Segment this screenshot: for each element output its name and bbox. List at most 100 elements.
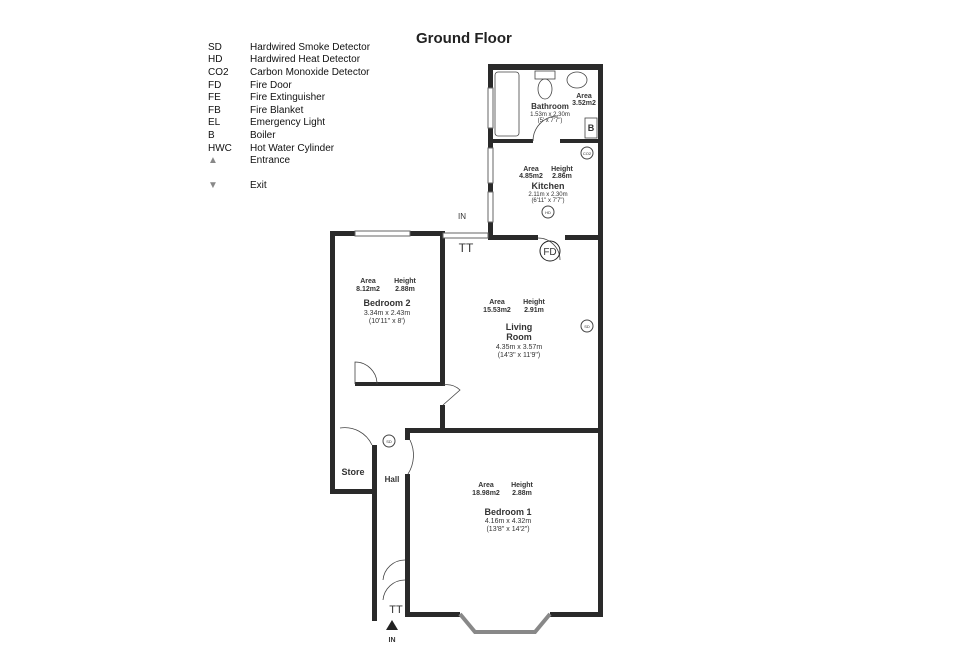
fire-door-marker: FD [543,247,556,258]
plan-label: (14'3" x 11'9") [498,352,541,359]
plan-label: Area [576,93,592,100]
page-title: Ground Floor [416,30,512,47]
plan-shape [405,474,410,617]
entrance-label-top: IN [458,212,466,221]
hd-marker: HD [545,210,551,215]
sd-marker: SD [584,324,590,329]
legend-label: Hot Water Cylinder [250,142,335,154]
plan-label: Height [511,482,533,489]
plan-label: 3.34m x 2.43m [364,310,410,317]
legend-label: Hardwired Heat Detector [250,54,361,66]
legend-code: FD [208,79,222,91]
arrow-down-icon: ▼ [208,179,218,191]
plan-shape [487,87,494,129]
plan-shape [372,489,377,621]
legend-code: SD [208,41,222,53]
plan-shape [580,319,594,333]
toilet-bowl [537,78,553,100]
legend-code: EL [208,117,221,129]
walls [330,64,603,621]
legend-code: CO2 [208,66,229,78]
plan-label: 2.11m x 2.30m [528,192,567,198]
plan-shape [442,232,489,239]
plan-label: Height [551,166,573,173]
legend-label: Carbon Monoxide Detector [250,66,370,78]
plan-shape [537,237,561,261]
plan-shape [339,427,373,446]
sd-marker-hall: SD [386,439,392,444]
plan-shape [407,439,414,475]
legend-label: Fire Extinguisher [250,92,326,104]
legend-label: Fire Blanket [250,104,304,116]
plan-shape [442,384,461,406]
hall-name: Hall [385,475,400,484]
legend-code: B [208,129,215,141]
plan-shape [355,382,445,386]
plan-shape [372,445,377,493]
plan-label: 2.88m [512,490,532,497]
toilet-cistern [534,70,556,80]
plan-shape [539,240,561,262]
legend-label: Boiler [250,129,276,141]
legend-code: HD [208,54,223,66]
legend-label: Emergency Light [250,117,326,129]
plan-shape [565,235,603,240]
legend-label: Fire Door [250,79,292,91]
store-name: Store [341,467,364,477]
plan-shape [354,230,411,237]
plan-label: 4.85m2 [519,173,543,180]
legend-label: Hardwired Smoke Detector [250,41,371,53]
plan-shape [440,231,445,386]
arrow-up-icon [386,620,398,630]
legend-row: FE Fire Extinguisher [208,91,370,104]
plan-shape [330,489,377,494]
plan-shape [550,612,603,617]
windows [354,87,552,634]
plan-label: 4.35m x 3.57m [496,344,542,351]
plan-shape [493,139,533,143]
plan-label: 3.52m2 [572,100,596,107]
plan-label: 8.12m2 [356,286,380,293]
plan-shape [458,612,552,634]
legend-label: Entrance [250,155,291,167]
plan-label: Area [489,299,505,306]
legend-row: HD Hardwired Heat Detector [208,54,370,67]
bedroom2-name: Bedroom 2 [363,298,410,308]
plan-shape [354,361,378,385]
plan-label: Height [394,278,416,285]
bathtub [494,71,520,137]
plan-shape [382,579,406,601]
plan-label: Area [478,482,494,489]
plan-label: Room [506,332,532,342]
legend-row: FD Fire Door [208,79,370,92]
legend-code: FB [208,104,221,116]
plan-label: 15.53m2 [483,307,511,314]
plan-label: 2.91m [524,307,544,314]
plan-label: 2.88m [395,286,415,293]
plan-shape [598,235,603,617]
plan-shape [487,147,494,184]
tt-marker-top: TT [459,241,474,255]
plan-shape [405,612,460,617]
boiler-box [584,117,598,139]
plan-label: (13'8" x 14'2") [486,526,529,533]
room-labels: Area 3.52m2 Bathroom 1.53m x 2.30m (5' x… [341,93,595,533]
legend-row: B Boiler [208,129,370,142]
plan-shape [580,146,594,160]
bedroom1-name: Bedroom 1 [484,507,531,517]
sink [566,71,588,89]
plan-label: 1.53m x 2.30m [530,112,570,118]
legend-label: Exit [250,179,267,191]
plan-label: 2.86m [552,173,572,180]
plan-shape [488,64,603,70]
plan-label: 18.98m2 [472,490,500,497]
arrow-up-icon: ▲ [208,155,218,167]
plan-shape [487,191,494,223]
legend: SD Hardwired Smoke Detector HD Hardwired H… [208,41,370,192]
plan-shape [488,235,538,240]
bathroom-name: Bathroom [531,102,569,111]
legend-code: FE [208,92,221,104]
plan-shape [382,559,406,581]
